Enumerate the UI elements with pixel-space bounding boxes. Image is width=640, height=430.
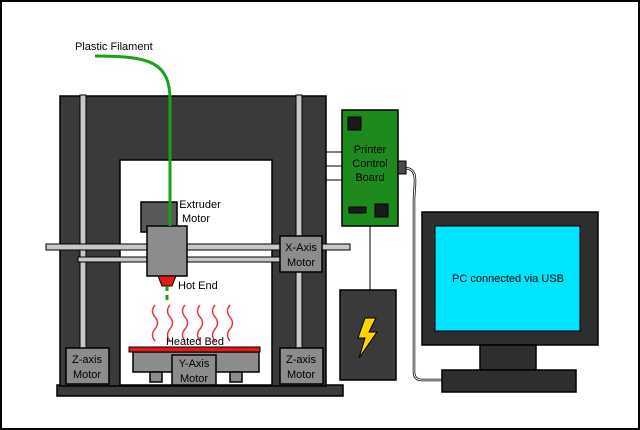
bed-foot-right (229, 371, 243, 383)
board-chip-top (347, 116, 362, 131)
lightning-bolt-icon (357, 317, 378, 359)
extruder-carriage (146, 225, 188, 277)
label-control-board-line3: Board (355, 172, 384, 184)
label-x-axis-motor-line1: X-Axis (285, 242, 317, 254)
usb-port (397, 160, 407, 175)
monitor-stand (441, 369, 577, 393)
z-rod-right (295, 94, 303, 376)
usb-cable-core (403, 167, 442, 381)
label-plastic-filament: Plastic Filament (75, 41, 153, 53)
x-rod-upper (45, 243, 351, 251)
label-pc: PC connected via USB (452, 273, 564, 285)
z-rod-left (79, 94, 87, 376)
x-rod-lower (77, 256, 301, 263)
pc-screen (434, 225, 581, 332)
label-z-axis-motor-right-line2: Motor (287, 369, 315, 381)
label-y-axis-motor-line1: Y-Axis (179, 358, 210, 370)
plastic-filament (94, 54, 172, 226)
heated-bed (128, 346, 261, 353)
z-axis-motor-left (65, 347, 110, 385)
monitor-neck (479, 344, 537, 371)
z-axis-motor-right (279, 347, 324, 385)
label-heated-bed: Heated Bed (166, 336, 224, 348)
board-wires (326, 151, 371, 290)
board-chip-bottom-left (348, 206, 367, 214)
label-extruder-motor-line2: Motor (182, 213, 210, 225)
label-y-axis-motor-line2: Motor (180, 373, 208, 385)
y-axis-motor (171, 354, 217, 386)
board-chip-bottom-right (374, 203, 389, 218)
bed-foot-left (149, 371, 163, 383)
hot-end (157, 275, 177, 287)
label-control-board-line2: Control (352, 158, 387, 170)
label-control-board-line1: Printer (354, 144, 387, 156)
x-axis-motor (279, 235, 323, 273)
heat-waves (151, 304, 234, 342)
label-x-axis-motor-line2: Motor (287, 257, 315, 269)
label-z-axis-motor-left-line1: Z-axis (72, 354, 102, 366)
label-hot-end: Hot End (178, 280, 218, 292)
label-extruder-motor-line1: Extruder (179, 199, 221, 211)
label-z-axis-motor-left-line2: Motor (73, 369, 101, 381)
label-z-axis-motor-right-line1: Z-axis (286, 354, 316, 366)
